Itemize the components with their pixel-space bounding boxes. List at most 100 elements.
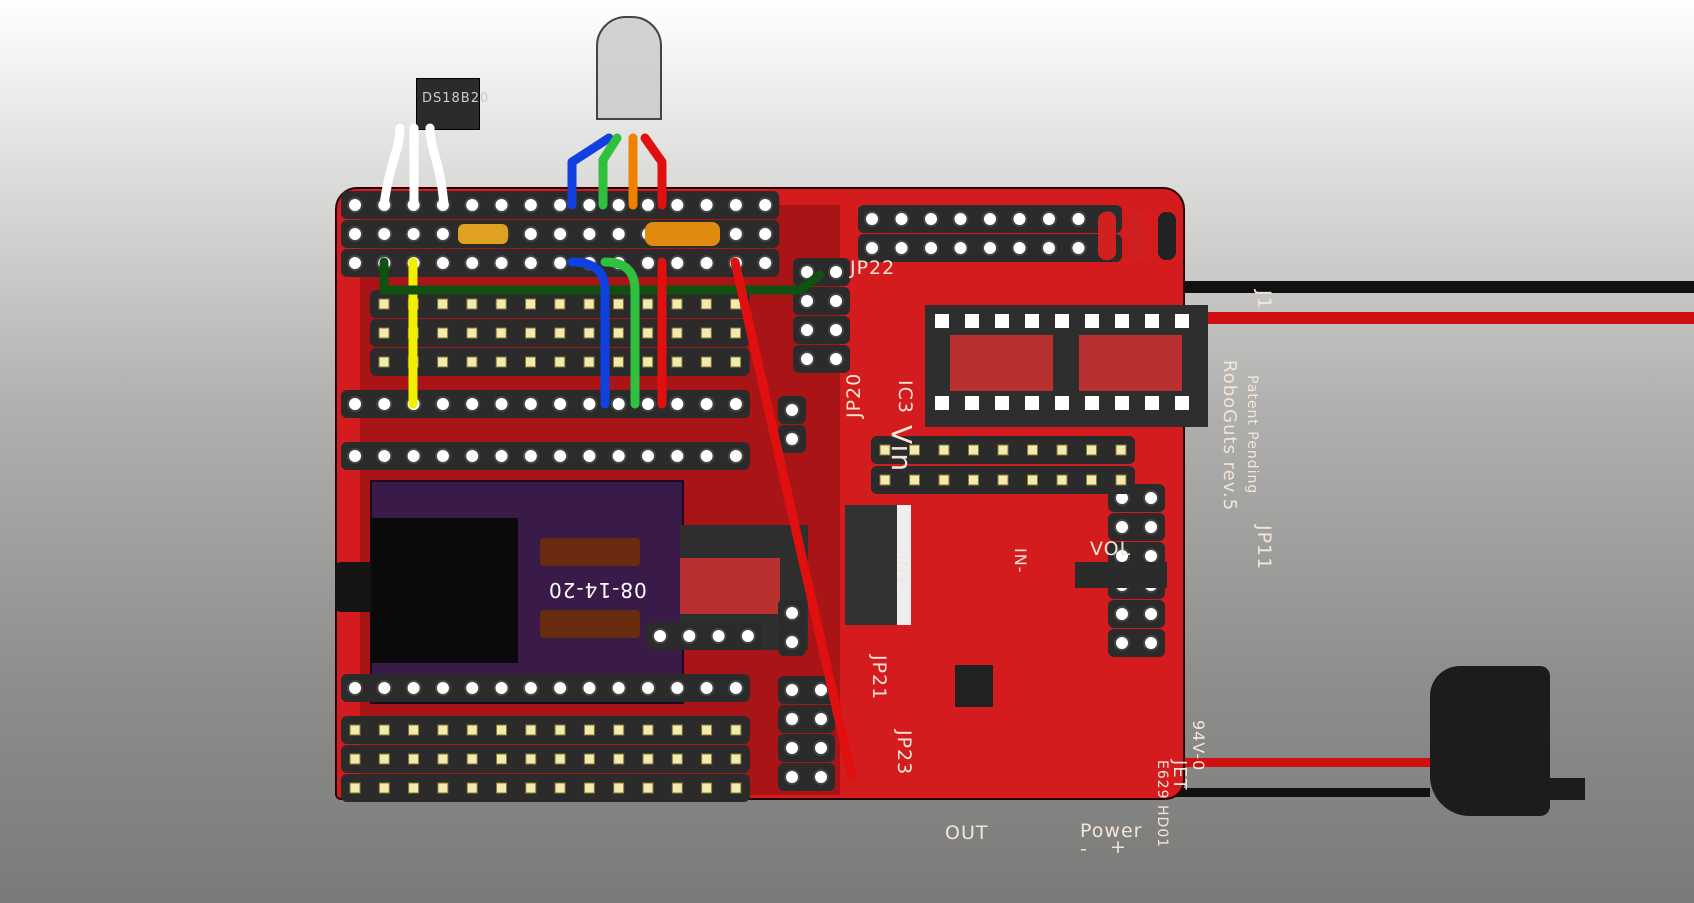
square-pad bbox=[437, 327, 449, 339]
square-pad bbox=[968, 474, 979, 486]
square-pad bbox=[968, 444, 979, 456]
square-pad bbox=[495, 298, 507, 310]
through-hole bbox=[434, 255, 451, 271]
through-hole bbox=[434, 448, 451, 464]
rating-label: 94V-0 bbox=[1189, 720, 1208, 772]
through-hole bbox=[405, 448, 422, 464]
ic-pin bbox=[1115, 314, 1129, 328]
square-pad bbox=[671, 298, 683, 310]
square-pad bbox=[525, 298, 536, 310]
power-label: Power bbox=[1080, 820, 1143, 842]
vol-label: VOL bbox=[1090, 538, 1132, 560]
ic-pin bbox=[995, 396, 1009, 410]
jumper-cap bbox=[1098, 212, 1116, 260]
header-strip bbox=[341, 774, 750, 802]
square-pad bbox=[466, 753, 478, 765]
square-pad bbox=[583, 724, 595, 736]
through-hole bbox=[923, 211, 939, 227]
square-pad bbox=[496, 753, 507, 765]
through-hole bbox=[1011, 211, 1028, 227]
through-hole bbox=[1114, 635, 1130, 651]
resistor bbox=[458, 224, 508, 244]
through-hole bbox=[828, 351, 844, 367]
ic-pin bbox=[1085, 314, 1099, 328]
through-hole bbox=[669, 197, 686, 213]
through-hole bbox=[784, 634, 800, 650]
through-hole bbox=[376, 396, 393, 412]
square-pad bbox=[879, 444, 891, 456]
through-hole bbox=[464, 448, 481, 464]
jp20-label: JP20 bbox=[843, 372, 865, 418]
out-label: OUT bbox=[945, 822, 989, 844]
square-pad bbox=[642, 782, 654, 794]
square-pad bbox=[612, 327, 624, 339]
square-pad bbox=[613, 782, 625, 794]
through-hole bbox=[493, 396, 510, 412]
square-pad bbox=[583, 356, 595, 368]
sensor-label: DS18B20 bbox=[422, 91, 490, 106]
through-hole bbox=[799, 351, 815, 367]
amp-chip bbox=[955, 665, 993, 707]
square-pad bbox=[554, 753, 566, 765]
jp11-label: JP11 bbox=[1253, 525, 1275, 571]
square-pad bbox=[879, 474, 891, 486]
square-pad bbox=[496, 724, 507, 736]
square-pad bbox=[1115, 444, 1127, 456]
square-pad bbox=[408, 782, 420, 794]
square-pad bbox=[642, 356, 654, 368]
ic3-label: IC3 bbox=[894, 380, 916, 414]
through-hole bbox=[799, 322, 815, 338]
header-strip bbox=[341, 442, 750, 470]
blue-jumper bbox=[567, 257, 610, 409]
through-hole bbox=[698, 396, 715, 412]
through-hole bbox=[405, 226, 422, 242]
through-hole bbox=[727, 197, 744, 213]
through-hole bbox=[799, 293, 815, 309]
square-pad bbox=[730, 753, 742, 765]
sensor-lead bbox=[425, 123, 449, 210]
square-pad bbox=[466, 356, 478, 368]
ic-pin bbox=[965, 314, 979, 328]
through-hole bbox=[828, 293, 844, 309]
square-pad bbox=[437, 724, 449, 736]
header-strip bbox=[341, 674, 750, 702]
in-plus-label: IN+ bbox=[893, 555, 912, 589]
ic-pin bbox=[1025, 396, 1039, 410]
through-hole bbox=[640, 255, 656, 271]
through-hole bbox=[552, 255, 569, 271]
through-hole bbox=[1070, 211, 1087, 227]
through-hole bbox=[347, 448, 363, 464]
square-pad bbox=[909, 474, 920, 486]
through-hole bbox=[698, 255, 715, 271]
through-hole bbox=[784, 402, 800, 418]
through-hole bbox=[813, 740, 829, 756]
through-hole bbox=[739, 628, 756, 644]
switch-lever[interactable] bbox=[1550, 778, 1585, 800]
square-pad bbox=[583, 327, 595, 339]
vol-header bbox=[1075, 562, 1167, 588]
through-hole bbox=[893, 211, 910, 227]
square-pad bbox=[700, 327, 712, 339]
square-pad bbox=[378, 356, 390, 368]
through-hole bbox=[757, 226, 774, 242]
through-hole bbox=[376, 680, 393, 696]
through-hole bbox=[581, 448, 598, 464]
through-hole bbox=[1011, 240, 1028, 256]
switch-cable-black bbox=[1140, 788, 1430, 797]
square-pad bbox=[583, 753, 595, 765]
through-hole bbox=[698, 448, 715, 464]
square-pad bbox=[466, 327, 478, 339]
diode-2 bbox=[540, 610, 640, 638]
square-pad bbox=[938, 474, 950, 486]
through-hole bbox=[757, 197, 774, 213]
square-pad bbox=[613, 753, 625, 765]
through-hole bbox=[464, 396, 481, 412]
through-hole bbox=[493, 197, 510, 213]
through-hole bbox=[1143, 635, 1159, 651]
power-switch[interactable] bbox=[1430, 666, 1550, 816]
cert-label: JET bbox=[1169, 760, 1190, 791]
through-hole bbox=[581, 197, 598, 213]
through-hole bbox=[522, 680, 539, 696]
square-pad bbox=[730, 356, 742, 368]
